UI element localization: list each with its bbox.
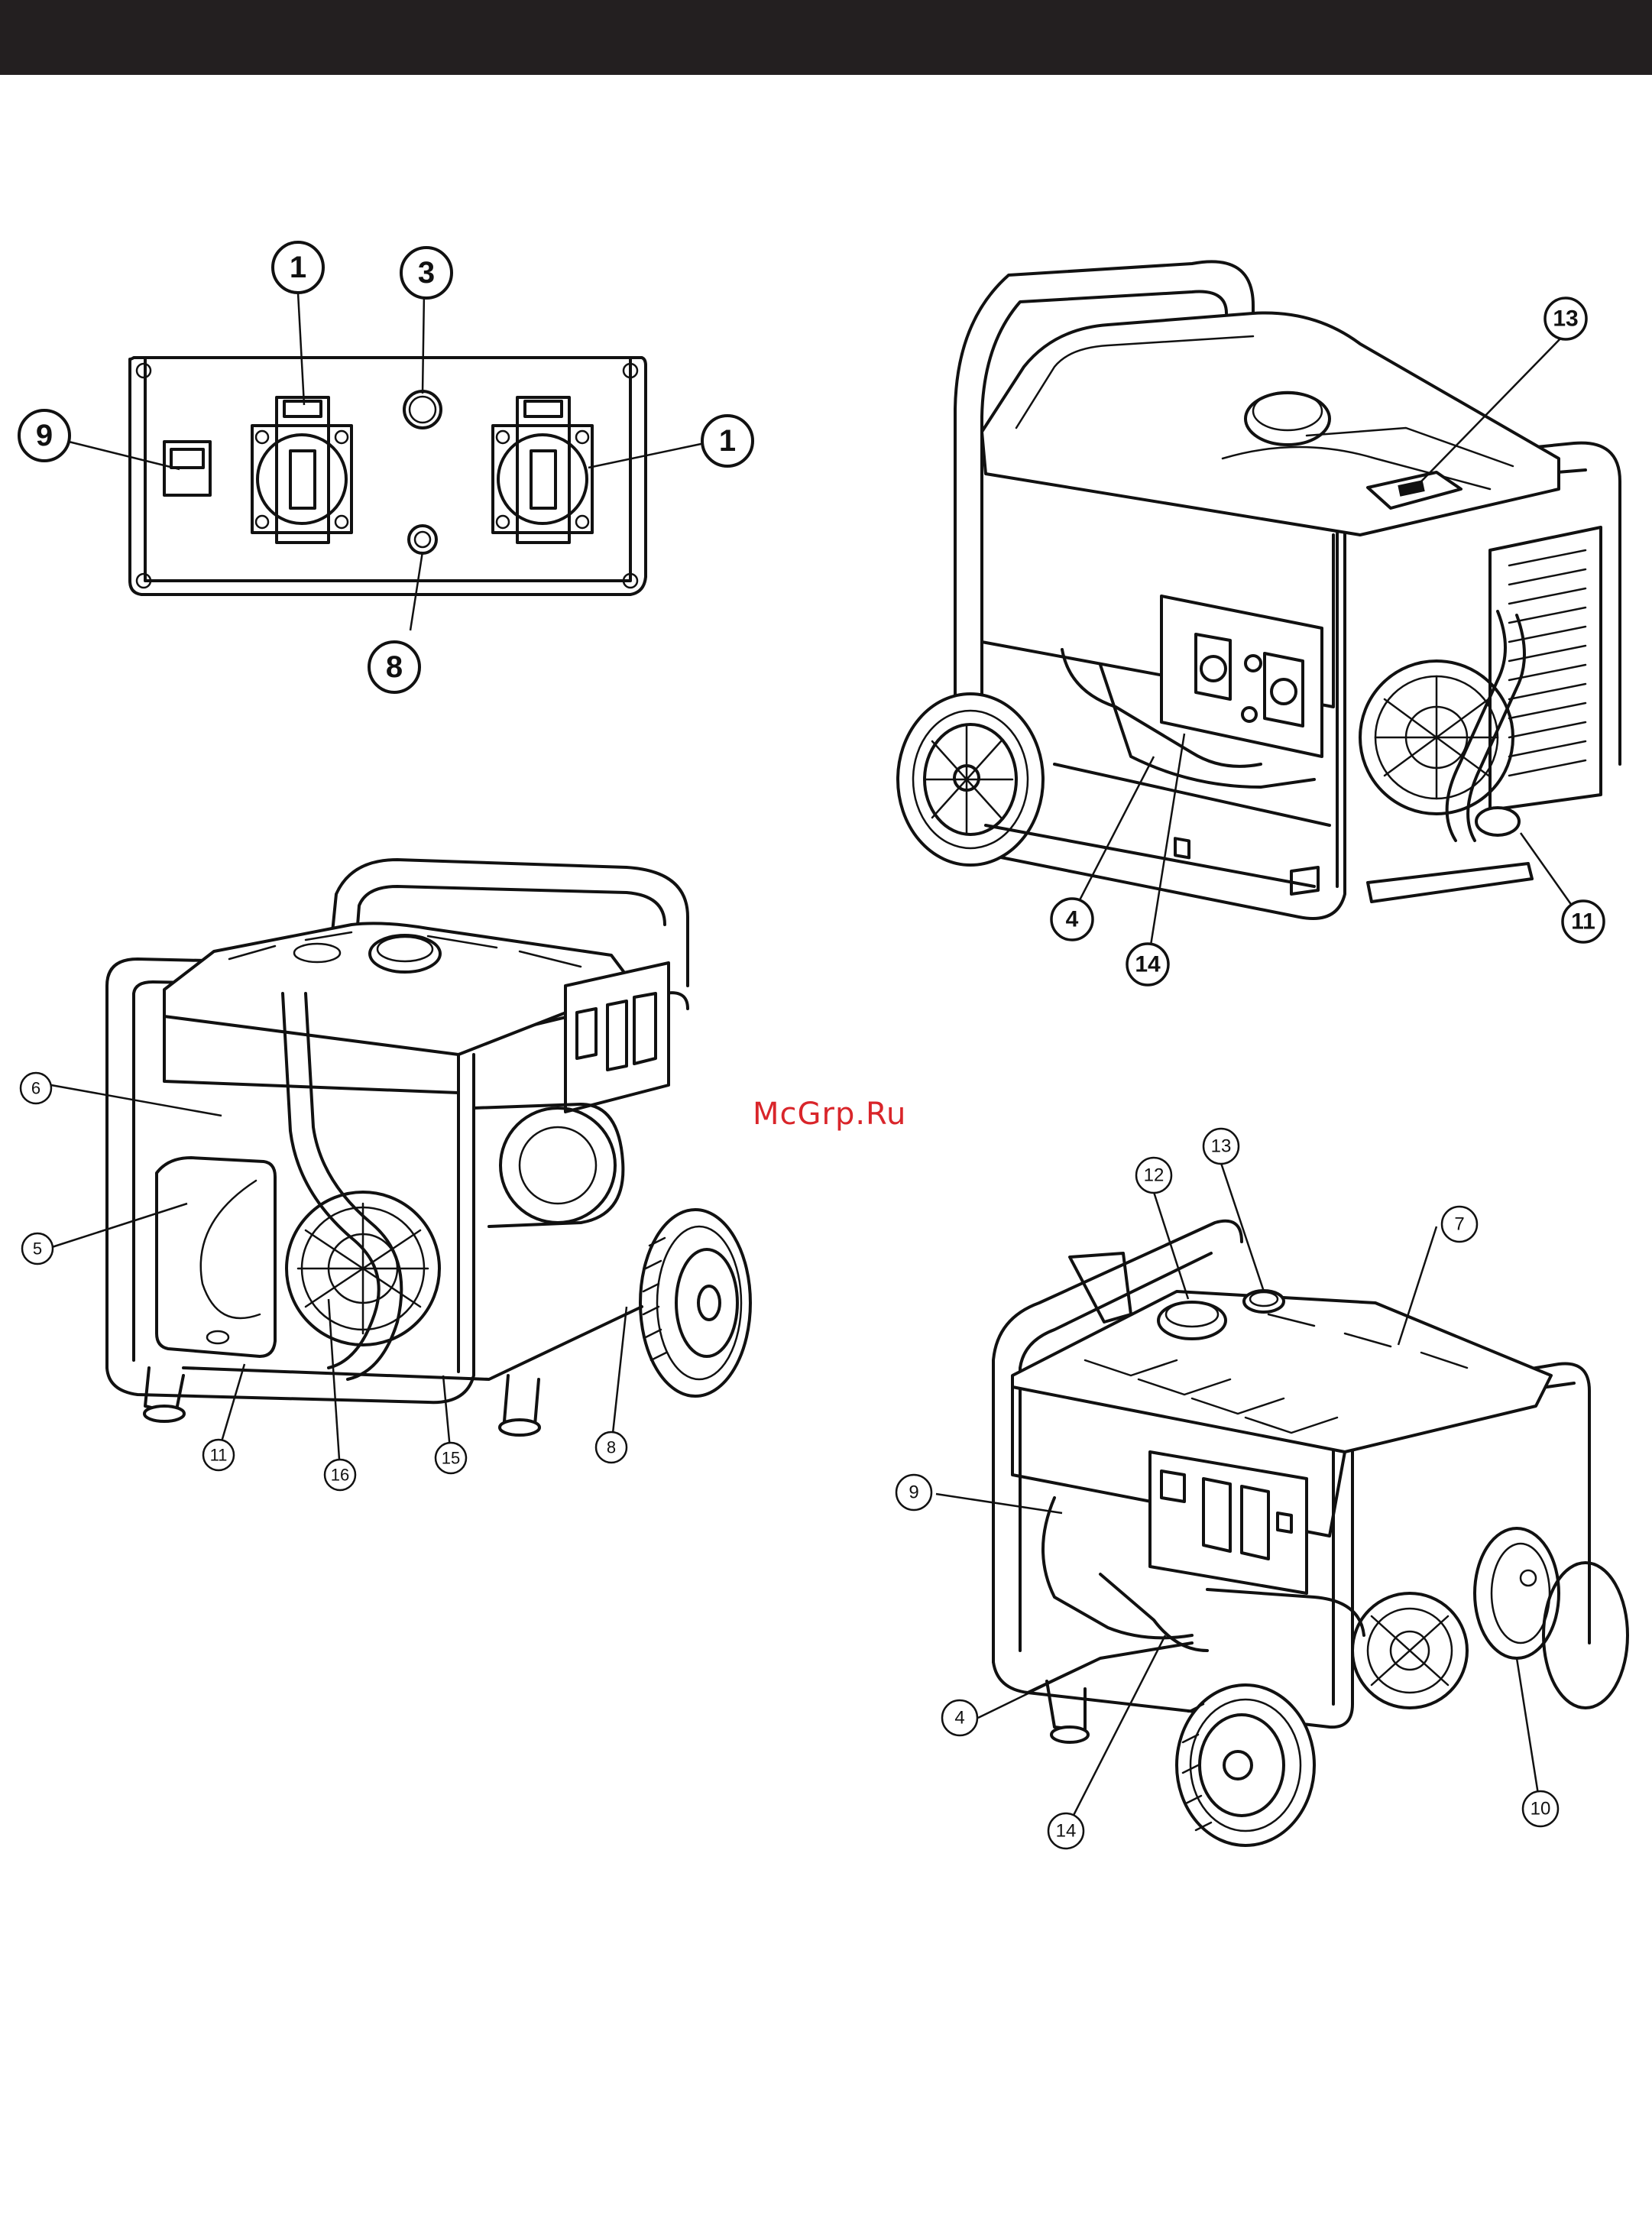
control-panel-drawing (69, 293, 705, 630)
generator-iso-view (936, 1163, 1628, 1845)
callout-iso-14: 14 (1048, 1813, 1084, 1849)
breaker-knob-icon (409, 526, 436, 553)
svg-text:6: 6 (31, 1079, 40, 1098)
svg-text:3: 3 (418, 256, 435, 290)
svg-text:13: 13 (1211, 1136, 1232, 1157)
svg-text:1: 1 (719, 424, 736, 458)
svg-text:14: 14 (1135, 952, 1161, 977)
callout-rear-11: 11 (203, 1440, 234, 1470)
callout-panel-8: 8 (369, 642, 419, 692)
callout-iso-7: 7 (1442, 1207, 1477, 1242)
callout-rear-5: 5 (22, 1233, 53, 1264)
svg-text:11: 11 (210, 1446, 228, 1465)
callout-rear-6: 6 (21, 1073, 51, 1103)
svg-text:8: 8 (607, 1438, 616, 1457)
svg-text:11: 11 (1571, 909, 1595, 935)
callout-panel-9: 9 (19, 410, 70, 461)
socket-right-icon (493, 397, 592, 543)
callout-rear-16: 16 (325, 1460, 355, 1490)
svg-text:1: 1 (290, 251, 306, 284)
power-switch-icon (164, 442, 210, 495)
svg-text:10: 10 (1531, 1799, 1551, 1819)
callout-front-11: 11 (1563, 901, 1604, 942)
callout-front-4: 4 (1051, 899, 1093, 940)
svg-text:9: 9 (36, 419, 53, 452)
callout-iso-10: 10 (1523, 1791, 1558, 1826)
callout-panel-1a: 1 (273, 242, 323, 293)
svg-text:15: 15 (442, 1449, 460, 1468)
callout-front-13: 13 (1545, 298, 1586, 339)
generator-rear-view (51, 860, 750, 1471)
callout-rear-8: 8 (596, 1432, 627, 1463)
callout-rear-15: 15 (436, 1443, 466, 1473)
svg-text:12: 12 (1144, 1165, 1164, 1186)
svg-text:9: 9 (909, 1482, 918, 1503)
watermark-text: McGrp.Ru (753, 1097, 906, 1132)
callout-panel-1b: 1 (702, 416, 753, 466)
svg-text:4: 4 (954, 1708, 964, 1729)
svg-text:14: 14 (1056, 1821, 1077, 1842)
svg-text:8: 8 (386, 650, 403, 684)
svg-text:7: 7 (1454, 1214, 1464, 1235)
svg-text:13: 13 (1553, 306, 1578, 332)
svg-text:4: 4 (1066, 907, 1079, 932)
callout-iso-13: 13 (1203, 1129, 1239, 1164)
socket-left-icon (252, 397, 351, 543)
generator-front-view (898, 261, 1620, 964)
callout-iso-9: 9 (896, 1475, 931, 1510)
svg-text:5: 5 (33, 1239, 42, 1259)
callout-panel-3: 3 (401, 248, 452, 298)
svg-text:16: 16 (331, 1466, 349, 1485)
callout-iso-4: 4 (942, 1700, 977, 1735)
callout-front-14: 14 (1127, 944, 1168, 985)
callout-iso-12: 12 (1136, 1158, 1171, 1193)
